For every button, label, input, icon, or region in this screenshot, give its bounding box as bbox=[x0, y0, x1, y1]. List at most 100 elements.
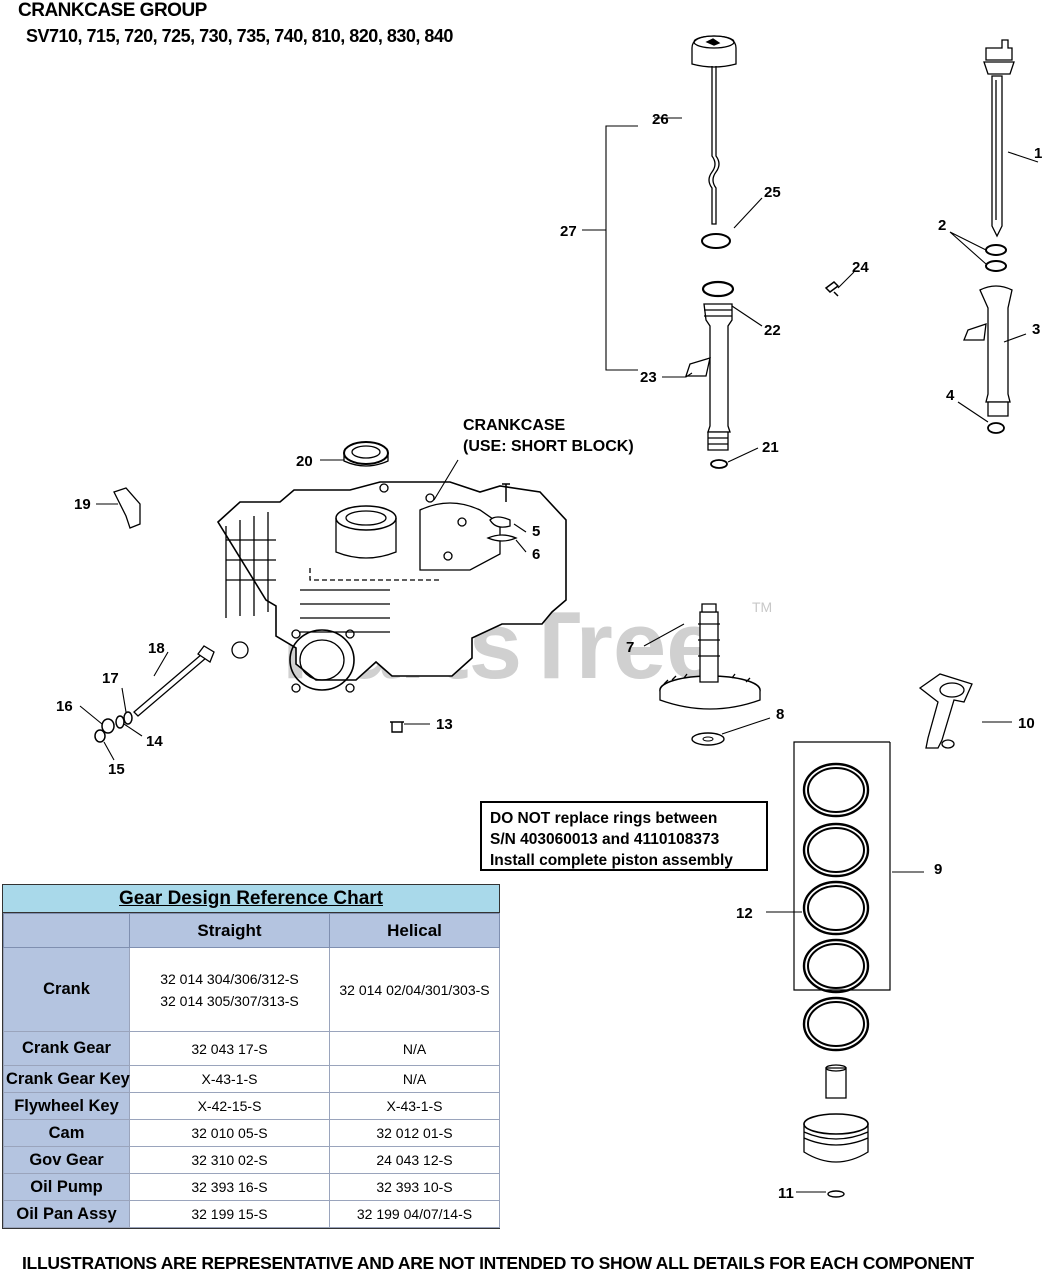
part-8-shim[interactable] bbox=[691, 732, 725, 746]
row-label: Oil Pan Assy bbox=[3, 1200, 130, 1228]
part-18-governor-shaft[interactable] bbox=[133, 645, 215, 717]
part-20-oil-seal[interactable] bbox=[343, 441, 389, 467]
part-24-screw[interactable] bbox=[824, 281, 840, 297]
page-title: CRANKCASE GROUP bbox=[18, 0, 207, 21]
helical-part-number: 32 012 01-S bbox=[329, 1119, 500, 1147]
row-label: Oil Pump bbox=[3, 1173, 130, 1201]
part-21-o-ring[interactable] bbox=[710, 459, 728, 469]
straight-part-number: 32 199 15-S bbox=[129, 1200, 330, 1228]
crankcase-block[interactable] bbox=[216, 481, 567, 693]
callout-27[interactable]: 27 bbox=[560, 223, 577, 240]
crankcase-label: CRANKCASE bbox=[463, 417, 566, 434]
callout-26[interactable]: 26 bbox=[652, 111, 669, 128]
row-label: Cam bbox=[3, 1119, 130, 1147]
part-19-bracket[interactable] bbox=[113, 487, 141, 529]
exploded-parts-diagram: PartsTree TM bbox=[56, 35, 1042, 1202]
callout-15[interactable]: 15 bbox=[108, 761, 125, 778]
ring-set-bracket bbox=[793, 741, 891, 991]
straight-part-number: 32 310 02-S bbox=[129, 1146, 330, 1174]
callout-5[interactable]: 5 bbox=[532, 523, 540, 540]
notice-line-3: Install complete piston assembly bbox=[490, 852, 733, 869]
callout-10[interactable]: 10 bbox=[1018, 715, 1035, 732]
part-7-camshaft[interactable] bbox=[659, 603, 761, 710]
callout-12[interactable]: 12 bbox=[736, 905, 753, 922]
header-straight: Straight bbox=[129, 913, 330, 948]
model-list: SV710, 715, 720, 725, 730, 735, 740, 810… bbox=[26, 26, 453, 46]
part-13-plug[interactable] bbox=[390, 721, 404, 733]
footer-disclaimer: ILLUSTRATIONS ARE REPRESENTATIVE AND ARE… bbox=[22, 1253, 974, 1273]
straight-part-number: 32 393 16-S bbox=[129, 1173, 330, 1201]
part-3-dipstick-tube[interactable] bbox=[963, 285, 1013, 417]
callout-9[interactable]: 9 bbox=[934, 861, 942, 878]
notice-line-2: S/N 403060013 and 4110108373 bbox=[490, 831, 720, 848]
callout-13[interactable]: 13 bbox=[436, 716, 453, 733]
piston-pin[interactable] bbox=[825, 1067, 847, 1099]
callout-2[interactable]: 2 bbox=[938, 217, 946, 234]
gear-design-reference-chart: Gear Design Reference Chart Straight Hel… bbox=[2, 884, 500, 1229]
callout-16[interactable]: 16 bbox=[56, 698, 73, 715]
callout-3[interactable]: 3 bbox=[1032, 321, 1040, 338]
row-label: Crank Gear Key bbox=[3, 1065, 130, 1093]
callout-20[interactable]: 20 bbox=[296, 453, 313, 470]
part-2-o-ring-lower[interactable] bbox=[985, 260, 1007, 272]
part-16-washer[interactable] bbox=[101, 718, 115, 734]
row-label: Flywheel Key bbox=[3, 1092, 130, 1120]
chart-title: Gear Design Reference Chart bbox=[3, 885, 499, 913]
part-12-piston-rings[interactable] bbox=[802, 762, 870, 1052]
table-row: Crank 32 014 304/306/312-S 32 014 305/307/… bbox=[3, 947, 500, 1032]
helical-part-number: 32 199 04/07/14-S bbox=[329, 1200, 500, 1228]
callout-24[interactable]: 24 bbox=[852, 259, 869, 276]
crankcase-label-sub: (USE: SHORT BLOCK) bbox=[463, 438, 634, 455]
header-helical: Helical bbox=[329, 913, 500, 948]
part-10-connecting-rod[interactable] bbox=[918, 673, 973, 749]
chart-header-row: Straight Helical bbox=[3, 913, 500, 948]
callout-17[interactable]: 17 bbox=[102, 670, 119, 687]
part-5-stud[interactable] bbox=[502, 483, 510, 502]
part-5-tab[interactable] bbox=[489, 516, 511, 528]
part-25-o-ring[interactable] bbox=[701, 233, 731, 249]
callout-23[interactable]: 23 bbox=[640, 369, 657, 386]
callout-7[interactable]: 7 bbox=[626, 639, 634, 656]
callout-19[interactable]: 19 bbox=[74, 496, 91, 513]
callout-4[interactable]: 4 bbox=[946, 387, 955, 404]
part-2-o-ring-upper[interactable] bbox=[985, 244, 1007, 256]
part-23-dipstick-tube[interactable] bbox=[685, 303, 733, 451]
part-14-washer[interactable] bbox=[115, 715, 125, 729]
helical-part-number: X-43-1-S bbox=[329, 1092, 500, 1120]
row-label: Crank bbox=[3, 947, 130, 1032]
part-11-retainer[interactable] bbox=[827, 1190, 845, 1198]
straight-part-number: X-42-15-S bbox=[129, 1092, 330, 1120]
helical-part-number: 32 393 10-S bbox=[329, 1173, 500, 1201]
piston[interactable] bbox=[803, 1113, 869, 1163]
part-17-washer[interactable] bbox=[123, 711, 133, 725]
callout-21[interactable]: 21 bbox=[762, 439, 779, 456]
callout-22[interactable]: 22 bbox=[764, 322, 781, 339]
callout-18[interactable]: 18 bbox=[148, 640, 165, 657]
straight-part-number-1: 32 014 304/306/312-S bbox=[160, 970, 299, 987]
part-6-gasket[interactable] bbox=[486, 534, 518, 542]
header-blank bbox=[3, 913, 130, 948]
straight-part-number: 32 014 304/306/312-S 32 014 305/307/313-S bbox=[129, 947, 330, 1032]
part-15-nut[interactable] bbox=[94, 729, 106, 743]
callout-6[interactable]: 6 bbox=[532, 546, 540, 563]
part-26-dipstick[interactable] bbox=[691, 35, 737, 225]
leader-lines bbox=[79, 117, 1039, 1193]
part-1-dipstick[interactable] bbox=[983, 39, 1015, 238]
notice-line-1: DO NOT replace rings between bbox=[490, 810, 718, 827]
part-22-o-ring[interactable] bbox=[701, 280, 735, 298]
callout-14[interactable]: 14 bbox=[146, 733, 163, 750]
callout-25[interactable]: 25 bbox=[764, 184, 781, 201]
straight-part-number-2: 32 014 305/307/313-S bbox=[160, 992, 299, 1009]
callout-11[interactable]: 11 bbox=[778, 1185, 794, 1202]
callout-1[interactable]: 1 bbox=[1034, 145, 1042, 162]
helical-part-number: 32 014 02/04/301/303-S bbox=[329, 947, 500, 1032]
part-4-o-ring[interactable] bbox=[987, 422, 1005, 434]
callout-8[interactable]: 8 bbox=[776, 706, 784, 723]
